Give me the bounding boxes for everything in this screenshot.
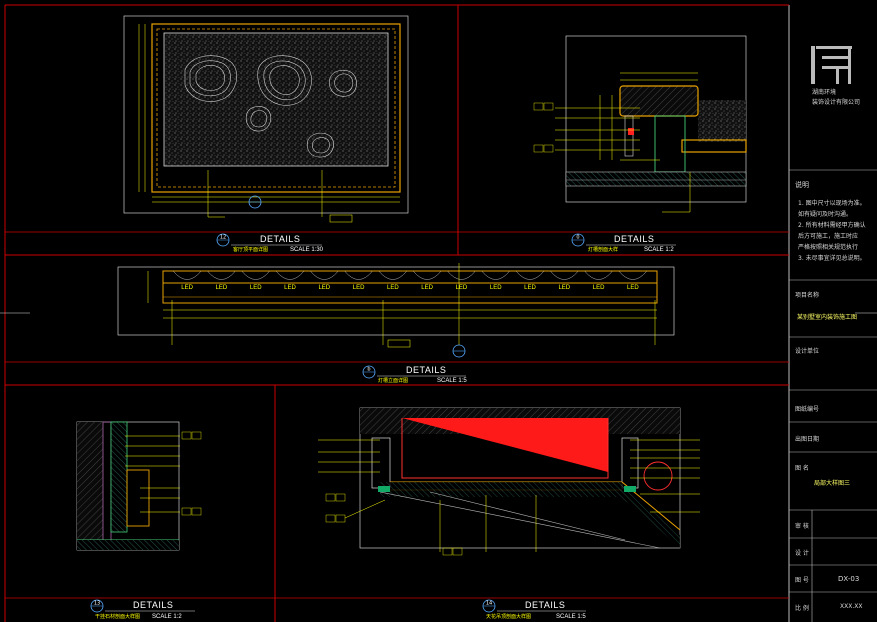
caption-title: DETAILS [614,234,654,244]
light-beam-arc [310,270,339,280]
led-label: LED [558,285,570,291]
notes-title: 说明 [795,181,809,189]
led-label: LED [524,285,536,291]
date-label: 出图日期 [795,436,820,443]
led-label: LED [318,285,330,291]
led-label: LED [353,285,365,291]
caption-number: 0 [576,235,579,241]
led-label: LED [627,285,639,291]
caption-title: DETAILS [260,234,300,244]
project-label: 项目名称 [795,292,820,299]
company-logo [811,46,852,84]
note-line: 1. 图中尺寸以现场为准。 [798,200,866,207]
light-beam-arc [241,270,270,280]
light-beam-arc [584,270,613,280]
light-beam-arc [481,270,510,280]
light-beam-arc [207,270,236,280]
led-label: LED [456,285,468,291]
project-value: 某别墅室内装饰施工图 [797,314,858,321]
light-beam-arc [344,270,373,280]
panel-trough-section [533,35,747,213]
caption-p1: 12 DETAILS 客厅顶平面详图 SCALE 1:30 [216,233,324,253]
led-label: LED [250,285,262,291]
drawing-value: 局部大样图三 [814,480,851,487]
panel-ceiling-section [318,407,700,556]
sheet-value: DX-03 [838,575,860,583]
designer-label: 设计单位 [795,348,820,355]
dimension-lines-elevation [147,263,657,345]
light-beam-arc [618,270,648,280]
caption-scale: SCALE 1:5 [556,614,586,620]
caption-subtitle: 干挂石材剖面大样图 [95,613,140,620]
light-beam-arc [447,270,476,280]
red-wedge-fill [402,418,608,472]
caption-subtitle: 客厅顶平面详图 [233,246,268,253]
light-beam-arc [412,270,442,280]
caption-subtitle: 天花吊顶剖面大样图 [486,613,531,620]
caption-p4: 13 DETAILS 干挂石材剖面大样图 SCALE 1:2 [90,599,195,620]
led-label: LED [421,285,433,291]
leaders-ceiling [318,439,700,552]
caption-subtitle: 灯槽剖面大样 [588,246,618,253]
led-label: LED [490,285,502,291]
sheet-label: 图 号 [795,577,809,584]
light-beam-arc [275,270,305,280]
caption-number: 13 [94,601,100,607]
caption-p2: 0 DETAILS 灯槽剖面大样 SCALE 1:2 [571,233,676,253]
led-label: LED [387,285,399,291]
caption-title: DETAILS [133,600,173,610]
light-beam-arc [550,270,579,280]
caption-title: DETAILS [525,600,565,610]
led-label: LED [216,285,228,291]
caption-subtitle: 灯槽立面详图 [378,377,408,384]
caption-scale: SCALE 1:2 [152,614,182,620]
sheet-frame [0,4,877,622]
caption-scale: SCALE 1:2 [644,247,674,253]
light-beam-arc [378,270,408,280]
panel-ceiling-plan [123,15,409,223]
note-line: 3. 未尽事宜详见总说明。 [798,255,866,262]
caption-number: 14 [486,601,492,607]
note-line: 严格按照相关规范执行 [798,244,859,251]
caption-number: b [367,367,370,373]
note-line: 2. 所有材料需经甲方确认 [798,222,866,229]
led-label: LED [284,285,296,291]
dimension-lines-plan [138,24,400,218]
panel-trough-elevation: LED LED LED LED LED LED LED LED LED LED LED LED LED L… [117,263,675,358]
led-label: LED [593,285,605,291]
caption-scale: SCALE 1:30 [290,247,324,253]
company-subname: 装饰设计有限公司 [812,99,861,106]
panel-stone-section [76,421,202,551]
note-line: 如有疑问及时沟通。 [798,211,853,218]
scale-label: 比 例 [795,605,809,612]
leaders-stone [125,435,180,513]
caption-scale: SCALE 1:5 [437,378,467,384]
caption-title: DETAILS [406,365,446,375]
drawing-label: 图 名 [795,465,809,472]
caption-p5: 14 DETAILS 天花吊顶剖面大样图 SCALE 1:5 [482,599,586,620]
caption-number: 12 [220,235,226,241]
led-label-row: LED LED LED LED LED LED LED LED LED LED LED LED LED L… [172,270,648,291]
design-label: 设 计 [795,550,809,557]
note-line: 后方可施工，施工时应 [798,233,859,240]
check-label: 审 核 [795,523,809,530]
contour-islands [184,55,357,158]
dimension-lines-section [555,72,698,213]
led-strip-marker [628,128,634,135]
led-label: LED [181,285,193,291]
notes-list: 1. 图中尺寸以现场为准。 如有疑问及时沟通。 2. 所有材料需经甲方确认 后方可… [798,198,866,264]
caption-p3: b DETAILS 灯槽立面详图 SCALE 1:5 [362,365,467,384]
light-beam-arc [515,270,545,280]
company-name: 湖南环境 [812,89,837,96]
drawing-no-label: 图纸编号 [795,406,820,413]
scale-value: XXX.XX [840,603,863,610]
light-beam-arc [172,270,202,280]
title-block-grid [789,169,877,622]
